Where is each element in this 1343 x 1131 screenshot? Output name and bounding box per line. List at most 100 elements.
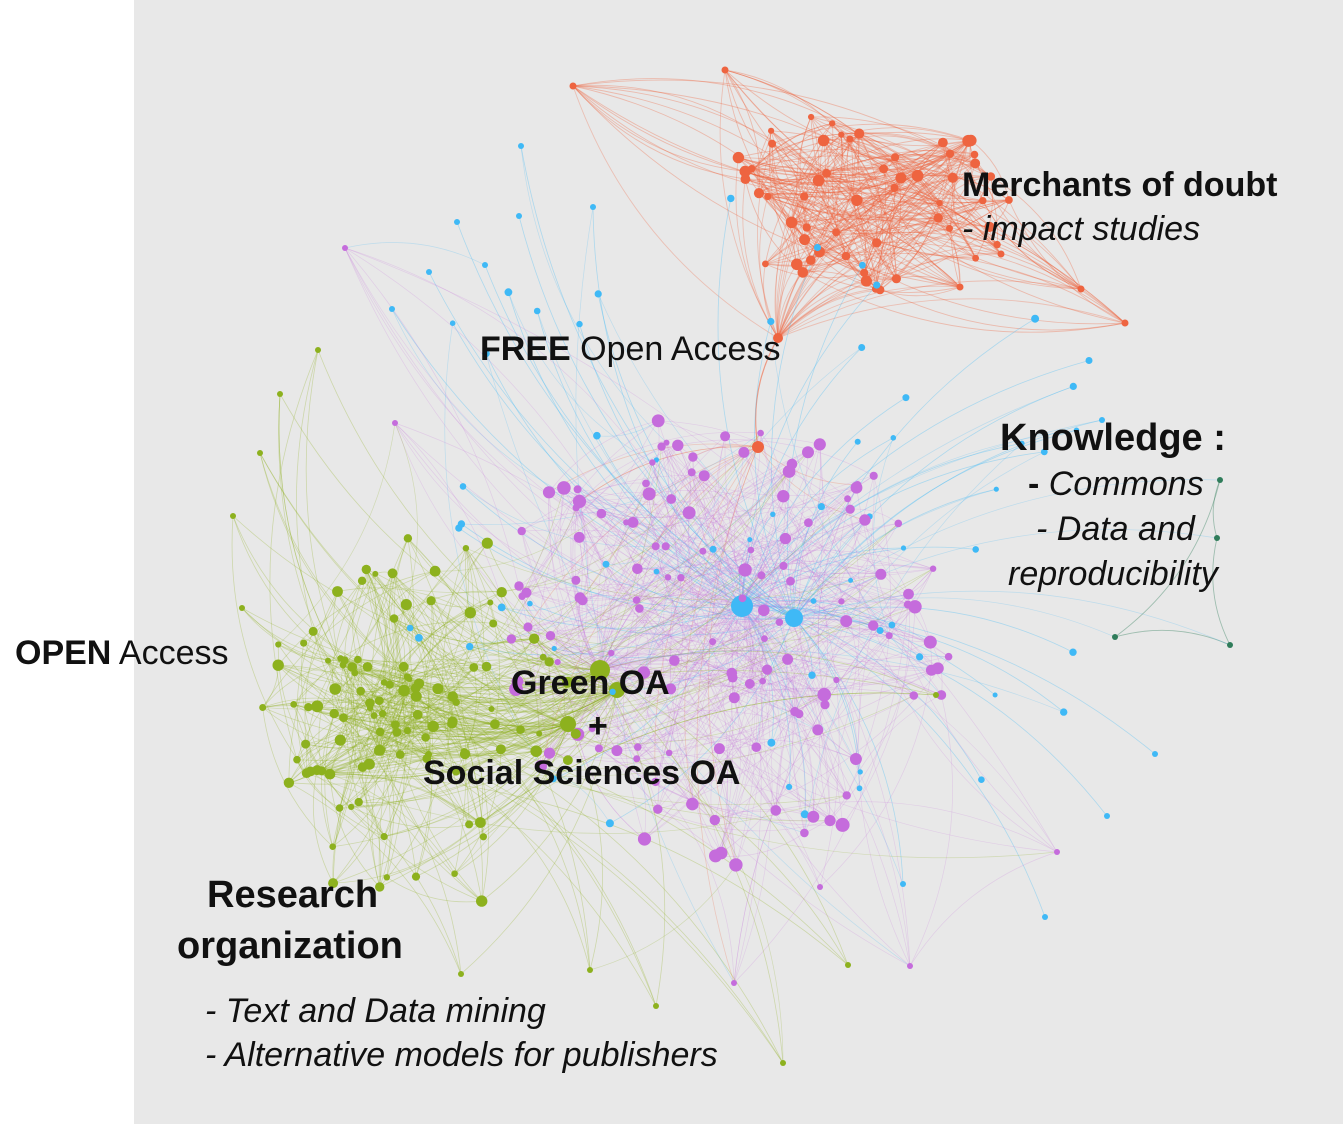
graph-edge [382,669,601,718]
graph-edge [677,445,692,513]
graph-edge [724,69,1082,290]
graph-edge [393,538,409,667]
graph-edge [810,116,969,147]
graph-node [916,653,924,661]
graph-edge [826,140,969,176]
graph-edge [381,618,401,750]
graph-edge [384,723,569,837]
graph-edge [835,175,918,233]
graph-edge [636,444,821,760]
graph-edge [577,488,932,671]
graph-edge [324,666,353,847]
graph-edge [579,501,690,519]
graph-edge [714,593,909,821]
graph-edge [598,538,785,749]
graph-edge [452,323,795,619]
graph-edge [371,724,396,887]
graph-node [902,394,910,402]
graph-edge [734,432,761,607]
graph-edge [599,638,939,671]
graph-node [762,260,769,268]
graph-edge [403,666,601,687]
graph-edge [572,85,857,201]
graph-edge [599,623,890,671]
graph-edge [812,635,890,817]
graph-node [451,870,458,877]
graph-node [946,224,953,232]
graph-node [812,174,825,187]
graph-edge [407,659,788,739]
graph-edge [518,585,722,854]
graph-node [972,546,979,553]
graph-edge [312,631,569,725]
graph-edge [515,522,627,690]
graph-node [1217,477,1223,483]
graph-edge [518,585,763,682]
graph-edge [692,683,751,805]
graph-edge [703,475,758,865]
graph-node [908,600,922,614]
graph-edge [575,507,589,601]
graph-edge [369,669,601,765]
graph-edge [896,176,992,280]
graph-edge [819,140,837,233]
graph-edge [655,781,735,984]
graph-edge [293,569,367,705]
graph-edge [342,573,393,666]
graph-edge [455,656,544,772]
graph-edge [452,669,601,701]
graph-node [362,662,373,672]
graph-edge [549,669,601,754]
graph-edge [572,79,992,177]
graph-edge [312,770,334,884]
graph-edge [344,660,618,703]
graph-edge [872,625,1058,853]
graph-edge [456,723,569,772]
graph-edge [665,442,676,547]
graph-edge [599,436,726,671]
graph-edge [395,638,535,725]
graph-edge [831,123,897,279]
graph-edge [461,432,761,525]
graph-edge [337,587,471,614]
graph-edge [970,140,1010,201]
graph-edge [397,604,407,691]
graph-node [632,596,641,604]
graph-node [372,570,379,577]
graph-edge [793,590,1231,646]
graph-edge [639,605,743,617]
graph-edge [741,605,764,748]
graph-edge [599,669,784,1064]
graph-node [791,258,803,271]
graph-edge [717,198,795,619]
graph-edge [360,690,502,750]
graph-edge [652,462,857,497]
graph-edge [293,704,312,772]
graph-edge [714,656,949,821]
graph-node [395,750,405,759]
graph-edge [455,701,591,971]
graph-edge [517,681,693,805]
graph-edge [579,597,757,748]
graph-edge [845,252,1126,324]
graph-edge [806,217,998,246]
graph-edge [875,253,1002,290]
graph-node [768,139,777,148]
graph-edge [360,690,383,750]
graph-edge [853,133,881,291]
graph-node [465,820,474,829]
graph-edge [293,677,733,732]
graph-edge [527,626,659,810]
graph-node [986,172,996,181]
graph-edge [751,168,865,274]
graph-edge [720,679,837,854]
graph-edge [582,462,653,601]
graph-node [841,251,851,261]
graph-edge [379,669,601,888]
graph-edge [713,436,751,684]
graph-edge [321,731,397,772]
graph-edge [575,501,586,581]
graph-edge [777,288,876,339]
graph-edge [637,672,733,748]
graph-edge [649,493,842,602]
